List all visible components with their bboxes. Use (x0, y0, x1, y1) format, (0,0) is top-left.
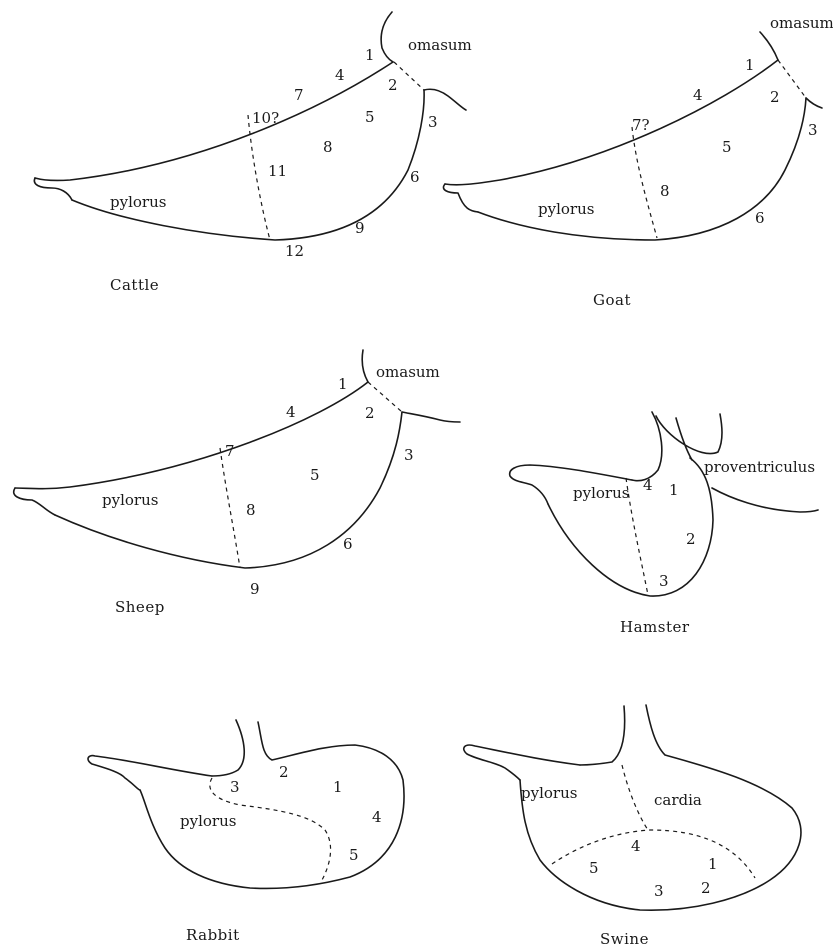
rabbit-esophagus-right (140, 722, 404, 888)
hamster-proventriculus-sac (656, 414, 722, 454)
goat-caption: Goat (593, 291, 631, 309)
hamster-proventriculus-label: proventriculus (704, 458, 815, 476)
goat-pylorus-border (632, 127, 657, 238)
cattle-omasum-lip (424, 89, 466, 110)
rabbit-pylorus-top (88, 756, 212, 790)
goat-omasum-border (778, 60, 806, 98)
sheep-site-1: 1 (338, 375, 348, 393)
rabbit-esophagus-left (212, 720, 244, 776)
hamster-site-1: 1 (669, 481, 679, 499)
rabbit-site-3: 3 (230, 778, 240, 796)
hamster-proventriculus-left (632, 412, 662, 481)
goat-site-4: 4 (693, 86, 703, 104)
cattle-omasum-label: omasum (408, 36, 472, 54)
rabbit-site-2: 2 (279, 763, 289, 781)
swine-cardia-label: cardia (654, 791, 702, 809)
swine-pylorus-top (464, 745, 580, 780)
goat-site-5: 5 (722, 138, 732, 156)
hamster-site-4: 4 (643, 476, 653, 494)
cattle-site-7: 7 (294, 86, 304, 104)
hamster-site-3: 3 (659, 572, 669, 590)
goat-omasum-stalk (760, 32, 778, 60)
swine-site-1: 1 (708, 855, 718, 873)
swine-pylorus-cardia-border (622, 765, 648, 830)
hamster-diagram: proventriculus pylorus 1 2 3 4 Hamster (510, 412, 818, 636)
sheep-omasum-stalk (362, 350, 368, 382)
swine-site-2: 2 (701, 879, 711, 897)
swine-esophagus-left (580, 706, 625, 765)
swine-fundic-border (552, 830, 755, 878)
sheep-site-6: 6 (343, 535, 353, 553)
sheep-site-2: 2 (365, 404, 375, 422)
goat-diagram: omasum pylorus 1 2 3 4 5 6 7? 8 Goat (443, 14, 833, 309)
goat-omasum-lip (806, 98, 822, 108)
sheep-pylorus-label: pylorus (102, 491, 158, 509)
hamster-proventriculus-right (676, 418, 692, 460)
rabbit-site-5: 5 (349, 846, 359, 864)
goat-site-1: 1 (745, 56, 755, 74)
hamster-greater-curvature (548, 458, 713, 596)
rabbit-site-4: 4 (372, 808, 382, 826)
cattle-site-8: 8 (323, 138, 333, 156)
cattle-site-11: 11 (268, 162, 287, 180)
swine-site-5: 5 (589, 859, 599, 877)
hamster-pylorus-label: pylorus (573, 484, 629, 502)
goat-pylorus-end (443, 184, 478, 212)
sheep-site-7: 7 (225, 442, 235, 460)
cattle-omasum-stalk (381, 12, 393, 62)
swine-pylorus-label: pylorus (521, 784, 577, 802)
sheep-site-5: 5 (310, 466, 320, 484)
hamster-site-2: 2 (686, 530, 696, 548)
cattle-site-3: 3 (428, 113, 438, 131)
cattle-site-2: 2 (388, 76, 398, 94)
sheep-site-9: 9 (250, 580, 260, 598)
hamster-caption: Hamster (620, 618, 690, 636)
goat-site-8: 8 (660, 182, 670, 200)
sheep-site-8: 8 (246, 501, 256, 519)
swine-site-3: 3 (654, 882, 664, 900)
cattle-diagram: omasum pylorus 1 2 3 4 5 6 7 8 9 10? 11 … (34, 12, 471, 294)
cattle-caption: Cattle (110, 276, 159, 294)
cattle-site-9: 9 (355, 219, 365, 237)
cattle-site-1: 1 (365, 46, 375, 64)
goat-pylorus-label: pylorus (538, 200, 594, 218)
sheep-omasum-label: omasum (376, 363, 440, 381)
swine-site-4: 4 (631, 837, 641, 855)
rabbit-diagram: pylorus 1 2 3 4 5 Rabbit (88, 720, 404, 944)
sheep-omasum-lip (402, 412, 460, 422)
goat-upper-curvature (445, 60, 778, 185)
cattle-site-12: 12 (285, 242, 304, 260)
cattle-pylorus-label: pylorus (110, 193, 166, 211)
swine-caption: Swine (600, 930, 649, 948)
swine-diagram: pylorus cardia 1 2 3 4 5 Swine (464, 705, 801, 948)
goat-omasum-label: omasum (770, 14, 833, 32)
goat-site-2: 2 (770, 88, 780, 106)
cattle-site-4: 4 (335, 66, 345, 84)
goat-site-3: 3 (808, 121, 818, 139)
cattle-site-6: 6 (410, 168, 420, 186)
sheep-diagram: omasum pylorus 1 2 3 4 5 6 7 8 9 Sheep (14, 350, 460, 616)
hamster-esophagus-line (712, 488, 818, 512)
cattle-site-5: 5 (365, 108, 375, 126)
sheep-pylorus-border (220, 448, 240, 568)
cattle-site-10: 10? (252, 109, 279, 127)
rabbit-site-1: 1 (333, 778, 343, 796)
rabbit-caption: Rabbit (186, 926, 240, 944)
sheep-caption: Sheep (115, 598, 165, 616)
sheep-site-4: 4 (286, 403, 296, 421)
sheep-pylorus-end (14, 488, 55, 515)
goat-site-7: 7? (632, 116, 650, 134)
rabbit-pylorus-label: pylorus (180, 812, 236, 830)
goat-site-6: 6 (755, 209, 765, 227)
cattle-pylorus-end (34, 178, 72, 200)
cattle-omasum-border (394, 62, 424, 90)
sheep-site-3: 3 (404, 446, 414, 464)
